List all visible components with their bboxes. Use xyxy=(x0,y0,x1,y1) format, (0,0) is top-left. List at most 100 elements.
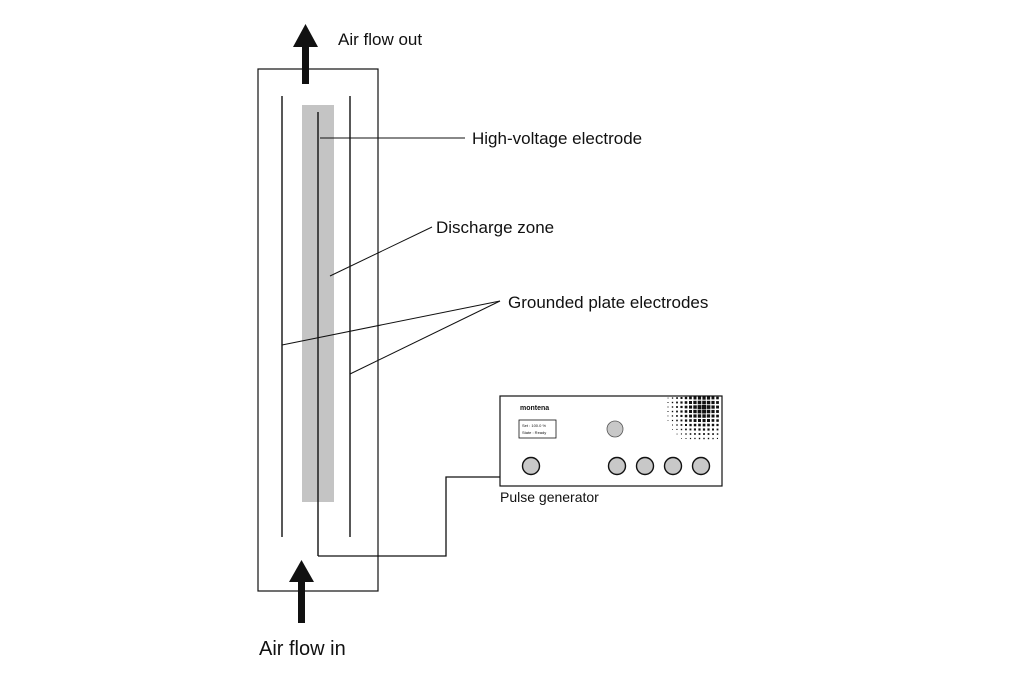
halftone-dot xyxy=(694,433,696,435)
air-flow-in-arrow-icon xyxy=(289,560,314,623)
halftone-dot xyxy=(711,419,715,422)
halftone-dot xyxy=(702,405,707,410)
halftone-dot xyxy=(684,396,688,400)
halftone-dot xyxy=(671,410,674,413)
halftone-dot xyxy=(667,420,669,421)
reactor-housing xyxy=(257,68,379,592)
halftone-dot xyxy=(698,419,701,422)
halftone-dot xyxy=(698,428,701,431)
halftone-dot xyxy=(667,406,669,408)
halftone-dot xyxy=(702,419,706,423)
pulse-generator-label: Pulse generator xyxy=(500,489,599,505)
halftone-dot xyxy=(693,409,697,414)
halftone-dot xyxy=(689,428,692,431)
halftone-dot xyxy=(706,400,711,405)
halftone-dot xyxy=(702,428,706,431)
halftone-dot xyxy=(676,424,678,426)
halftone-dot xyxy=(680,401,683,404)
halftone-dot xyxy=(707,428,710,431)
air-flow-in-label: Air flow in xyxy=(259,638,346,660)
hv-electrode-label: High-voltage electrode xyxy=(472,129,642,148)
device-knob-1 xyxy=(521,456,541,476)
halftone-dot xyxy=(698,437,701,440)
device-knob-5 xyxy=(691,456,711,476)
halftone-dot xyxy=(698,433,701,435)
halftone-dot xyxy=(712,437,714,440)
halftone-dot xyxy=(684,410,688,413)
halftone-dot xyxy=(671,415,674,417)
halftone-dot xyxy=(711,414,715,418)
halftone-dot xyxy=(697,396,702,400)
halftone-dot xyxy=(716,414,719,418)
halftone-dot xyxy=(676,410,678,413)
device-knob-3 xyxy=(635,456,655,476)
halftone-dot xyxy=(716,428,719,431)
halftone-dot xyxy=(693,396,697,400)
device-indicator-knob xyxy=(606,420,624,438)
halftone-dot xyxy=(707,437,710,440)
halftone-dot xyxy=(706,414,711,418)
halftone-dot xyxy=(693,419,697,422)
halftone-dot xyxy=(684,405,688,409)
halftone-dot xyxy=(716,401,719,404)
halftone-dot xyxy=(676,419,678,422)
halftone-dot xyxy=(689,437,692,440)
halftone-dot xyxy=(711,423,715,427)
halftone-dot xyxy=(697,409,702,414)
halftone-dot xyxy=(680,397,683,399)
halftone-dot xyxy=(689,433,692,435)
halftone-dot xyxy=(711,409,715,414)
halftone-dot xyxy=(693,414,697,418)
halftone-dot xyxy=(698,423,701,427)
halftone-dot xyxy=(684,401,688,404)
halftone-dot xyxy=(685,424,687,426)
halftone-dot xyxy=(689,410,692,413)
halftone-dot xyxy=(689,396,692,400)
pulse-generator-device: montena Set : 100.0 % State : Ready xyxy=(499,395,723,487)
halftone-dot xyxy=(712,433,714,435)
halftone-dot xyxy=(680,410,683,413)
halftone-dot xyxy=(716,405,719,409)
halftone-dot xyxy=(667,402,669,403)
halftone-dot xyxy=(676,401,678,404)
halftone-dot xyxy=(684,414,688,418)
halftone-dot xyxy=(667,397,669,399)
halftone-dot xyxy=(706,409,711,414)
halftone-dot xyxy=(702,414,706,418)
halftone-dot xyxy=(671,401,674,404)
halftone-dot xyxy=(685,428,687,431)
halftone-dot xyxy=(676,397,678,399)
discharge-zone-leader xyxy=(329,226,433,277)
halftone-dot xyxy=(693,423,697,427)
halftone-dot xyxy=(702,400,706,405)
device-halftone-decoration xyxy=(667,396,719,440)
halftone-dot xyxy=(707,433,710,435)
air-flow-out-label: Air flow out xyxy=(338,30,422,49)
halftone-dot xyxy=(676,428,678,430)
halftone-dot xyxy=(676,415,678,417)
device-knob-2 xyxy=(607,456,627,476)
halftone-dot xyxy=(716,419,719,422)
halftone-dot xyxy=(712,428,714,431)
halftone-dot xyxy=(680,424,683,426)
device-knob-4 xyxy=(663,456,683,476)
halftone-dot xyxy=(671,397,674,399)
halftone-dot xyxy=(697,405,702,409)
halftone-dot xyxy=(711,396,715,400)
halftone-dot xyxy=(685,438,687,439)
discharge-zone-label: Discharge zone xyxy=(436,218,554,237)
halftone-dot xyxy=(716,437,718,439)
halftone-dot xyxy=(681,438,682,439)
air-flow-out-arrow-icon xyxy=(293,24,318,84)
device-display-line1: Set : 100.0 % xyxy=(522,423,546,428)
halftone-dot xyxy=(716,396,719,400)
halftone-dot xyxy=(703,437,705,440)
device-brand-logo: montena xyxy=(520,405,549,412)
halftone-dot xyxy=(716,410,719,413)
halftone-dot xyxy=(711,405,715,409)
grounded-electrodes-label: Grounded plate electrodes xyxy=(508,293,708,312)
halftone-dot xyxy=(707,419,710,422)
halftone-dot xyxy=(680,419,683,422)
grounded-electrodes-leader-left xyxy=(281,300,501,346)
